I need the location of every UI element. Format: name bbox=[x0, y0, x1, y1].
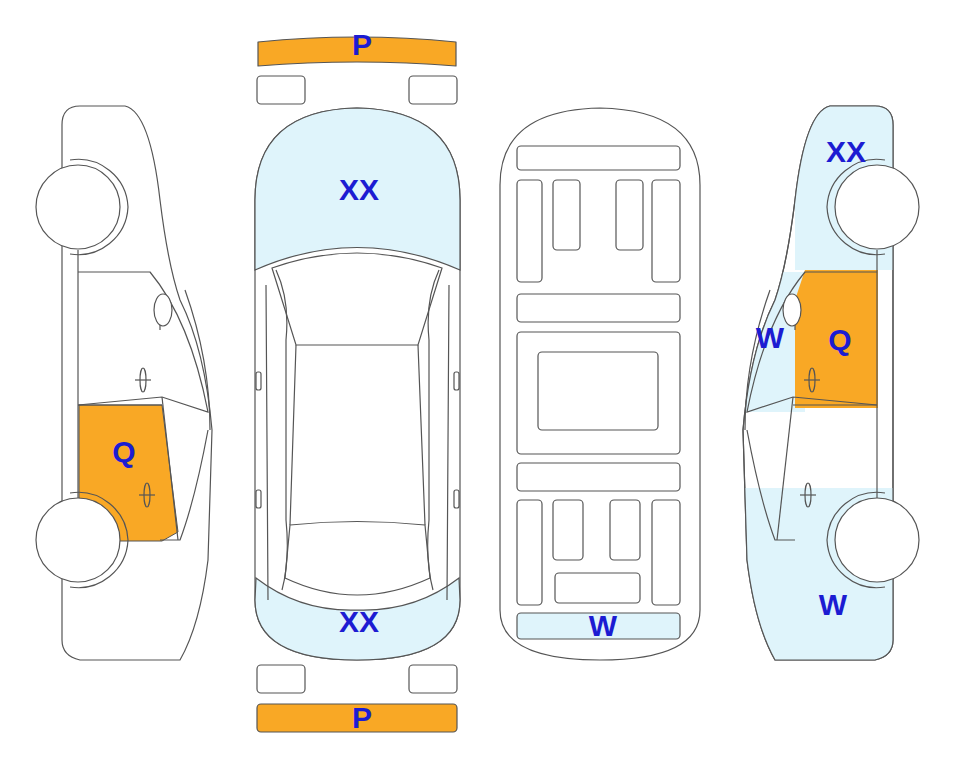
damage-code: XX bbox=[339, 607, 379, 637]
damage-code: W bbox=[756, 323, 784, 353]
damage-code: W bbox=[819, 590, 847, 620]
underside-view bbox=[500, 108, 700, 660]
right-side-view bbox=[735, 100, 919, 668]
top-view bbox=[255, 37, 460, 732]
damage-code: XX bbox=[826, 137, 866, 167]
damage-code: Q bbox=[828, 325, 851, 355]
damage-code: P bbox=[352, 703, 372, 733]
damage-code: P bbox=[352, 30, 372, 60]
damage-code: XX bbox=[339, 175, 379, 205]
damage-code: Q bbox=[112, 437, 135, 467]
damage-code: W bbox=[589, 611, 617, 641]
left-side-view bbox=[36, 106, 212, 660]
